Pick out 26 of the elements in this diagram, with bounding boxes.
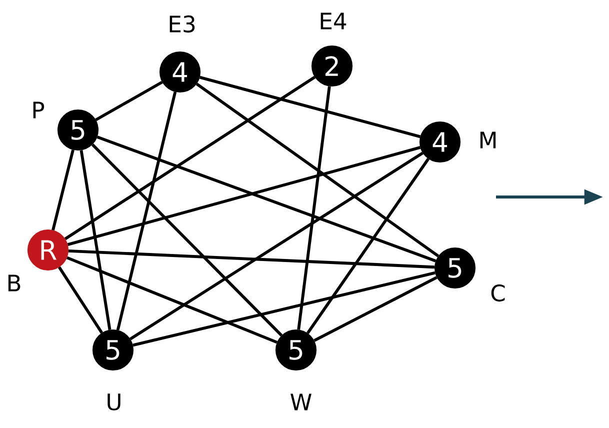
edge-line	[116, 92, 177, 330]
edge-line	[297, 86, 331, 330]
edge-line	[58, 266, 104, 334]
node-label: B	[8, 274, 20, 292]
node-label: W	[290, 394, 312, 410]
edge-line	[64, 76, 316, 240]
node-label: E4	[320, 12, 346, 30]
edge-line	[306, 158, 430, 334]
edge-line	[95, 80, 163, 122]
node-label: P	[33, 102, 44, 118]
edge-line	[68, 249, 435, 269]
edge-line	[91, 144, 283, 336]
edge-line	[130, 152, 424, 340]
edge-line	[52, 150, 74, 230]
edge-line	[67, 146, 421, 246]
node-label: C	[491, 284, 505, 302]
edge-line	[96, 136, 436, 262]
edge-line	[66, 256, 278, 344]
node-label: M	[480, 132, 496, 148]
node-label: U	[108, 394, 120, 410]
edge-line	[132, 271, 436, 347]
edge-line	[199, 76, 421, 138]
node-label: E3	[170, 15, 195, 33]
edge-line	[314, 276, 438, 342]
edge-line	[80, 150, 112, 330]
edge-line	[196, 82, 440, 258]
